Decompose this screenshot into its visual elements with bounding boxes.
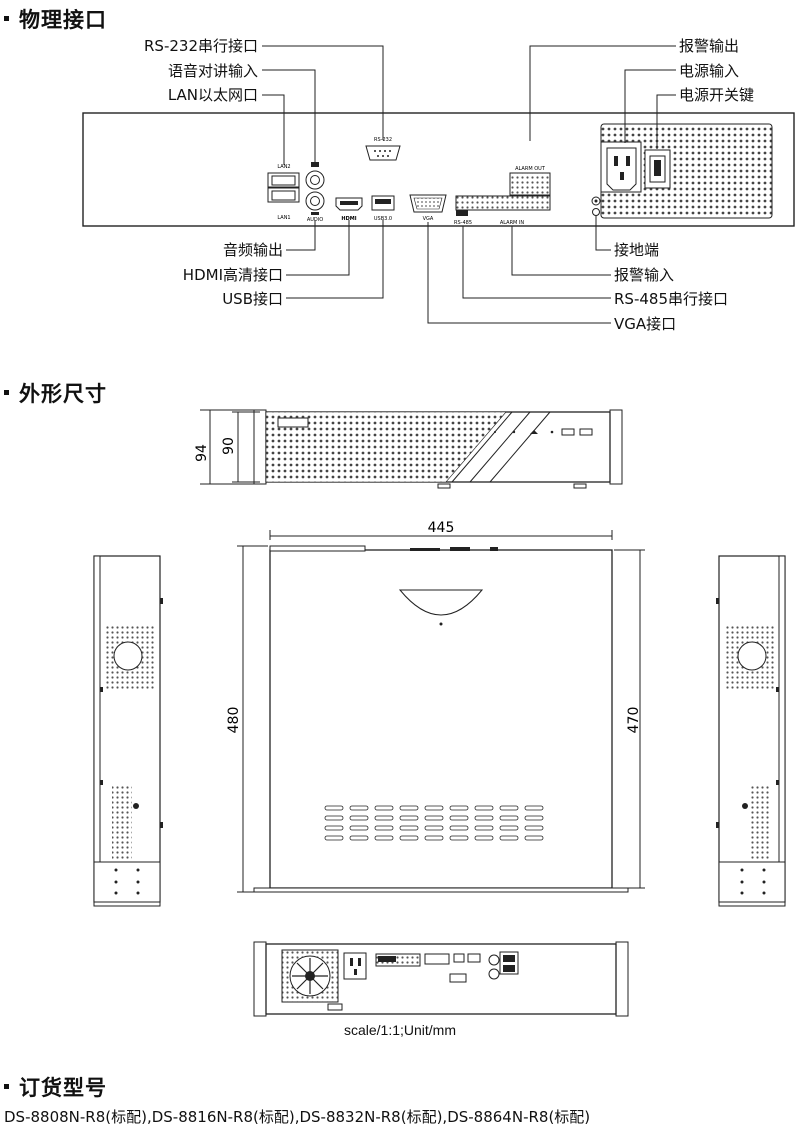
right-side-view	[716, 555, 786, 907]
hdmi-panel-label: HDMI	[341, 216, 356, 222]
dim-depth-inner: 470	[626, 707, 642, 734]
terminal-blocks: ALARM OUT RS-485 ALARM IN	[454, 166, 551, 226]
lan-ports: LAN2 LAN1	[267, 164, 300, 221]
section-title-interfaces: 物理接口	[4, 4, 107, 34]
rear-panel: LAN2 LAN1 AUDIO RS-232 HDMI	[82, 112, 795, 227]
scale-note: scale/1:1;Unit/mm	[343, 1022, 457, 1038]
alarm-in-panel-label: ALARM IN	[500, 220, 525, 226]
hdmi-port: HDMI	[335, 197, 363, 222]
callout-power-in: 电源输入	[679, 62, 739, 80]
section-title-dimensions: 外形尺寸	[4, 378, 107, 408]
lan2-label: LAN2	[277, 164, 290, 170]
callout-vga: VGA接口	[614, 315, 676, 333]
front-view	[253, 409, 623, 489]
alarm-out-panel-label: ALARM OUT	[515, 166, 546, 172]
dim-width: 445	[428, 520, 455, 536]
vga-port: VGA	[409, 194, 447, 222]
dim-height-inner: 90	[221, 437, 237, 455]
vga-panel-label: VGA	[423, 216, 434, 222]
power-area	[600, 123, 773, 219]
small-rear-view	[253, 941, 629, 1017]
left-side-view	[93, 555, 163, 907]
top-view	[253, 545, 629, 893]
width-depth-dimensions	[237, 530, 645, 893]
callout-ground: 接地端	[614, 241, 659, 259]
ground-terminal	[591, 196, 601, 216]
dim-depth-outer: 480	[226, 707, 242, 734]
callout-rs232: RS-232串行接口	[144, 37, 258, 55]
callout-power-switch: 电源开关键	[679, 86, 754, 104]
callout-audio-out: 音频输出	[223, 241, 283, 259]
usb-panel-label: USB3.0	[374, 216, 392, 222]
callout-lan: LAN以太网口	[168, 86, 258, 104]
rs485-panel-label: RS-485	[454, 220, 472, 226]
callout-audio-in: 语音对讲输入	[168, 62, 258, 80]
section-title-ordering: 订货型号	[4, 1072, 107, 1102]
dim-height-outer: 94	[194, 444, 210, 462]
callout-hdmi: HDMI高清接口	[183, 266, 283, 284]
callout-alarm-out: 报警输出	[679, 37, 739, 55]
callout-lines	[262, 45, 676, 324]
model-list: DS-8808N-R8(标配),DS-8816N-R8(标配),DS-8832N…	[4, 1108, 591, 1126]
usb-port: USB3.0	[371, 195, 395, 222]
callout-labels: RS-232串行接口 语音对讲输入 LAN以太网口 报警输出 电源输入 电源开关…	[144, 37, 754, 333]
callout-rs485: RS-485串行接口	[614, 290, 728, 308]
height-dimensions	[200, 409, 260, 485]
callout-alarm-in: 报警输入	[614, 266, 674, 284]
lan1-label: LAN1	[277, 215, 290, 221]
callout-usb: USB接口	[222, 290, 283, 308]
